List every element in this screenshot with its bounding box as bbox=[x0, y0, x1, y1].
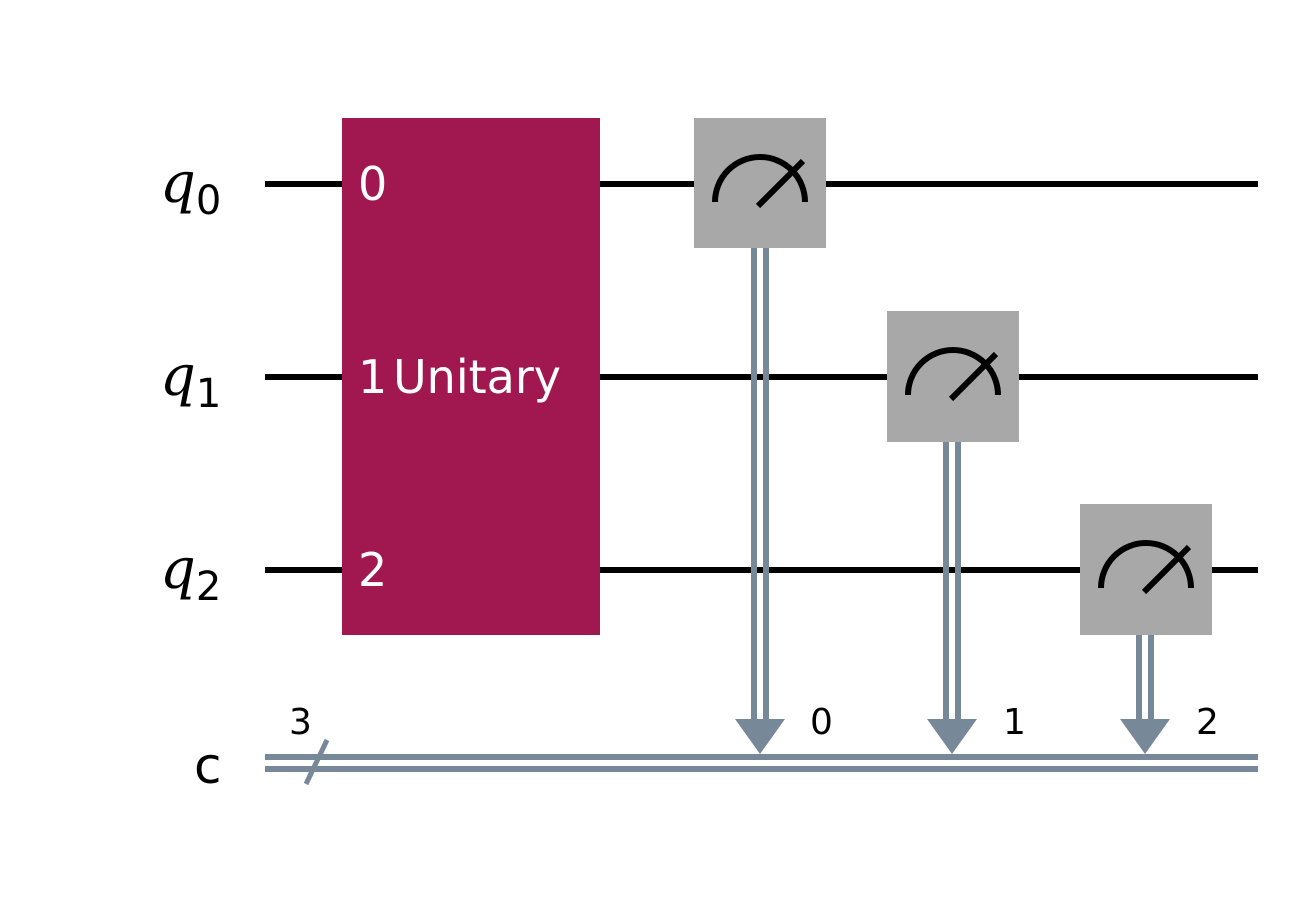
classical-register-label: c bbox=[194, 737, 222, 795]
unitary-gate-label: Unitary bbox=[393, 350, 561, 404]
unitary-gate[interactable] bbox=[342, 118, 600, 635]
measure-gate-0[interactable] bbox=[694, 118, 826, 754]
slash-icon bbox=[303, 738, 330, 786]
unitary-port-1: 1 bbox=[358, 350, 387, 404]
qubit-label-2: q2 bbox=[160, 537, 221, 610]
measure-bit-label-0: 0 bbox=[810, 702, 833, 743]
qubit-label-0: q0 bbox=[160, 151, 221, 224]
meter-icon bbox=[1098, 540, 1194, 595]
classical-connector bbox=[751, 248, 769, 723]
arrow-down-icon bbox=[1120, 719, 1170, 754]
unitary-port-0: 0 bbox=[358, 157, 387, 211]
arrow-down-icon bbox=[927, 719, 977, 754]
measure-bit-label-1: 1 bbox=[1003, 702, 1026, 743]
meter-icon bbox=[905, 347, 1001, 402]
measure-gate-1[interactable] bbox=[887, 311, 1019, 754]
meter-icon bbox=[712, 154, 808, 209]
qubit-label-1: q1 bbox=[160, 344, 221, 417]
register-size-label: 3 bbox=[289, 702, 312, 743]
classical-wire bbox=[265, 754, 1258, 772]
measure-gate-2[interactable] bbox=[1080, 504, 1212, 754]
unitary-port-2: 2 bbox=[358, 543, 387, 597]
measure-bit-label-2: 2 bbox=[1196, 702, 1219, 743]
arrow-down-icon bbox=[735, 719, 785, 754]
classical-connector bbox=[943, 441, 961, 723]
classical-connector bbox=[1136, 634, 1154, 723]
